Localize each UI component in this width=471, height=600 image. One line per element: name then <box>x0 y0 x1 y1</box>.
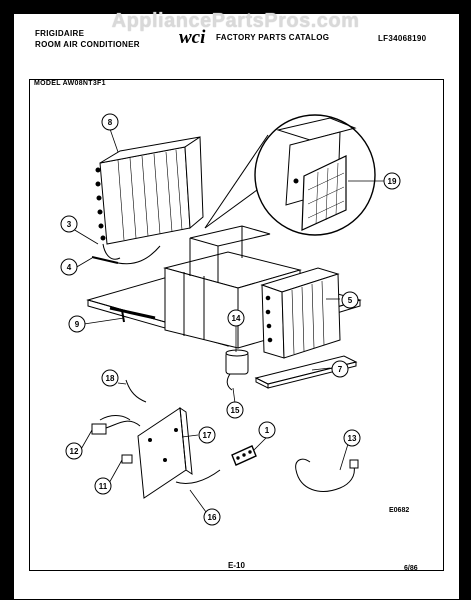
cord-16 <box>175 469 221 484</box>
callout-15: 15 <box>226 401 244 419</box>
callout-3: 3 <box>60 215 78 233</box>
product-type: ROOM AIR CONDITIONER <box>35 40 140 49</box>
drain-tray <box>254 355 358 389</box>
callout-1: 1 <box>258 421 276 439</box>
svg-text:11: 11 <box>99 482 108 491</box>
condenser-coil <box>260 267 341 359</box>
catalog-date: 6/86 <box>404 565 418 572</box>
wci-logo: wci <box>179 27 206 47</box>
evaporator-coil <box>95 136 204 245</box>
svg-text:13: 13 <box>348 434 357 443</box>
callout-18: 18 <box>101 369 119 387</box>
svg-text:8: 8 <box>108 118 113 127</box>
model-label: MODEL AW08NT3F1 <box>34 80 106 87</box>
svg-text:3: 3 <box>67 220 72 229</box>
capacitor <box>225 349 249 391</box>
svg-text:7: 7 <box>338 365 343 374</box>
capillary-tube <box>102 243 121 260</box>
svg-text:14: 14 <box>232 314 241 323</box>
callout-9: 9 <box>68 315 86 333</box>
page-number: E-10 <box>228 561 245 570</box>
svg-text:4: 4 <box>67 263 72 272</box>
svg-text:15: 15 <box>231 406 240 415</box>
callout-17: 17 <box>198 426 216 444</box>
diagram-frame <box>29 79 444 571</box>
callout-7: 7 <box>331 360 349 378</box>
power-cord <box>295 458 359 492</box>
callout-8: 8 <box>101 113 119 131</box>
callout-16: 16 <box>203 508 221 526</box>
filter-detail-view <box>204 114 376 236</box>
svg-text:5: 5 <box>348 296 353 305</box>
svg-text:wci: wci <box>179 27 206 47</box>
part-11 <box>121 454 133 464</box>
svg-text:16: 16 <box>208 513 217 522</box>
svg-text:19: 19 <box>388 177 397 186</box>
svg-text:1: 1 <box>265 426 270 435</box>
svg-text:12: 12 <box>70 447 79 456</box>
drawing-code: E0682 <box>389 507 410 514</box>
callout-13: 13 <box>343 429 361 447</box>
relay <box>231 445 257 466</box>
control-panel <box>137 406 193 499</box>
callout-4: 4 <box>60 258 78 276</box>
callout-19: 19 <box>383 172 401 190</box>
svg-text:9: 9 <box>75 320 80 329</box>
catalog-title: FACTORY PARTS CATALOG <box>216 33 330 42</box>
callout-14: 14 <box>227 309 245 327</box>
svg-text:18: 18 <box>106 374 115 383</box>
callout-12: 12 <box>65 442 83 460</box>
tube-4 <box>91 256 119 264</box>
brand-name: FRIGIDAIRE <box>35 29 85 38</box>
catalog-part-number: LF34068190 <box>378 34 427 43</box>
terminal-block <box>91 415 141 435</box>
svg-text:17: 17 <box>203 431 212 440</box>
callout-5: 5 <box>341 291 359 309</box>
cord-18 <box>125 379 147 403</box>
callout-11: 11 <box>94 477 112 495</box>
